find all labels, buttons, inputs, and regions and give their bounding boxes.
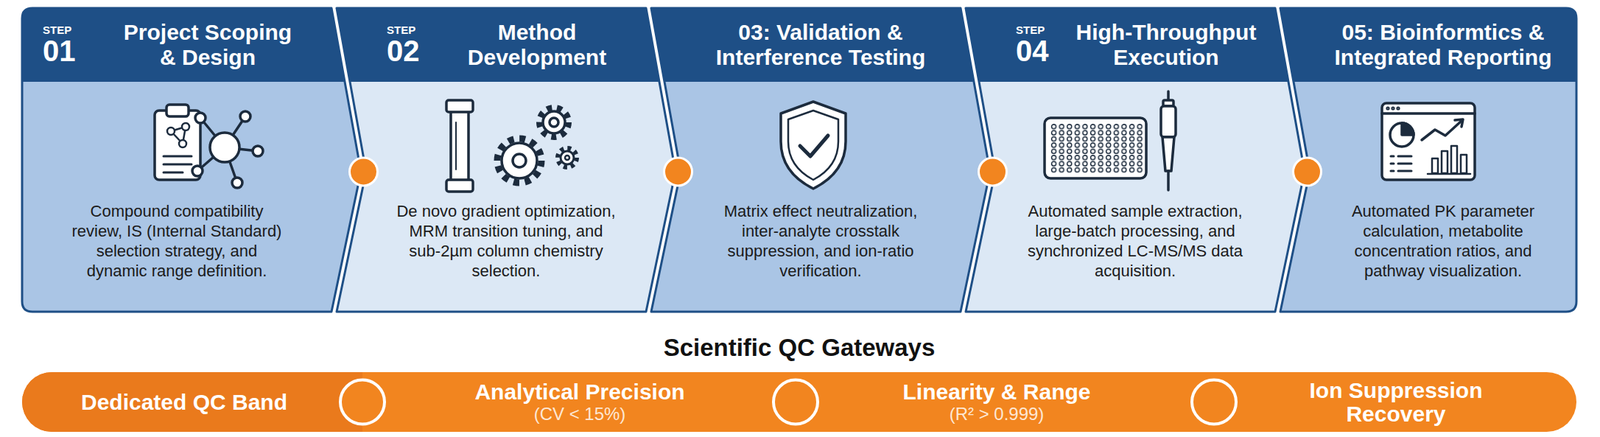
gateway-name: Dedicated QC Band [81, 390, 288, 414]
panel-header-row: STEP04High-Throughput Execution [995, 8, 1276, 82]
step-number: 04 [1015, 36, 1063, 66]
panel-header-row: 03: Validation & Interference Testing [680, 8, 961, 82]
qc-band [22, 372, 1577, 432]
panel-outline [22, 8, 361, 312]
gateway-segment: Dedicated QC Band [14, 372, 354, 432]
gateway-name: Ion Suppression Recovery [1285, 378, 1507, 426]
qc-gateway-band: Scientific QC GatewaysDedicated QC Band A… [22, 331, 1577, 435]
step-description: Automated sample extraction, large-batch… [1024, 201, 1246, 281]
step-description: Matrix effect neutralization, inter-anal… [719, 201, 923, 281]
panel-body [651, 8, 991, 312]
gateway-name: Analytical Precision [474, 380, 685, 404]
step-label-group: STEP01 [42, 24, 90, 66]
gateway-circle [1191, 380, 1237, 425]
step-number: 01 [42, 36, 90, 66]
gateway-segment: Linearity & Range(R² > 0.999) [827, 372, 1167, 432]
step-title: 03: Validation & Interference Testing [702, 19, 939, 70]
step-title: 05: Bioinformtics & Integrated Reporting [1325, 19, 1561, 70]
process-step: STEP04High-Throughput ExecutionAutomated… [965, 8, 1305, 312]
step-label-group: STEP02 [386, 24, 434, 66]
band-heading: Scientific QC Gateways [22, 332, 1577, 363]
panel-body [22, 8, 361, 312]
step-title: Project Scoping & Design [117, 19, 299, 70]
gateway-segment: Ion Suppression Recovery [1285, 372, 1507, 432]
panel-outline [1280, 8, 1577, 312]
gateway-criterion: (R² > 0.999) [949, 403, 1045, 424]
step-title: High-Throughput Execution [1065, 19, 1268, 70]
step-label: STEP [42, 24, 90, 37]
gateway-segment: Analytical Precision(CV < 15%) [410, 372, 750, 432]
step-label-group: STEP04 [1015, 24, 1063, 66]
step-label: STEP [386, 24, 434, 37]
qc-band-lead [22, 372, 363, 432]
process-step: 05: Bioinformtics & Integrated Reporting… [1280, 8, 1577, 312]
title-wrap: 05: Bioinformtics & Integrated Reporting [1309, 19, 1577, 70]
panel-outline [336, 8, 676, 312]
panel-header [336, 8, 676, 82]
step-title: Method Development [447, 19, 628, 70]
title-wrap: Method Development [433, 19, 647, 70]
process-step: STEP02 Method Development De novo gradient… [336, 8, 676, 312]
title-wrap: 03: Validation & Interference Testing [680, 19, 961, 70]
panel-header-row: STEP01 Project Scoping & Design [22, 8, 332, 82]
title-wrap: Project Scoping & Design [89, 19, 332, 70]
panel-body [965, 8, 1305, 312]
panel-header [651, 8, 991, 82]
step-number: 02 [386, 36, 434, 66]
gateway-circle [773, 380, 818, 425]
step-description: Compound compatibility review, IS (Inter… [66, 201, 288, 281]
panel-body [1280, 8, 1577, 312]
title-wrap: High-Throughput Execution [1062, 19, 1276, 70]
gateway-circle [340, 380, 385, 425]
panel-outline [965, 8, 1305, 312]
gateway-name: Linearity & Range [902, 380, 1091, 404]
panel-outline [651, 8, 991, 312]
process-step: 03: Validation & Interference TestingMat… [651, 8, 991, 312]
panel-body [336, 8, 676, 312]
panel-header [965, 8, 1305, 82]
panel-header [1280, 8, 1577, 82]
process-step: STEP01 Project Scoping & DesignCompound c… [22, 8, 361, 312]
gateway-criterion: (CV < 15%) [534, 403, 627, 424]
step-description: Automated PK parameter calculation, meta… [1342, 201, 1545, 281]
panel-header [22, 8, 361, 82]
step-description: De novo gradient optimization, MRM trans… [395, 201, 617, 281]
step-label: STEP [1015, 24, 1063, 37]
panel-header-row: STEP02 Method Development [366, 8, 647, 82]
panel-header-row: 05: Bioinformtics & Integrated Reporting [1309, 8, 1577, 82]
